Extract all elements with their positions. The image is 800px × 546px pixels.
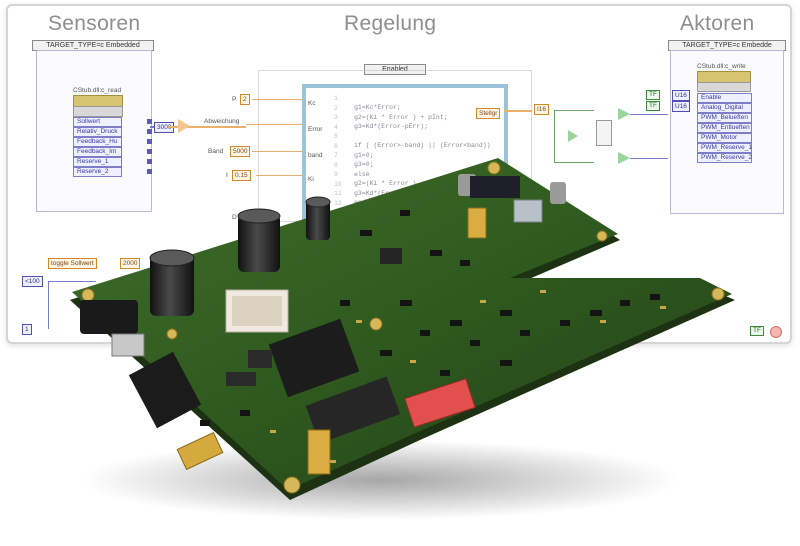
actor-row: Enable (697, 93, 752, 103)
wire (252, 99, 302, 100)
wire (554, 162, 594, 163)
wire (504, 110, 532, 112)
actor-row: PWM_Reserve_1 (697, 143, 752, 153)
output-convert-node: I16 (534, 104, 550, 115)
case-selector[interactable]: Enabled (364, 64, 426, 75)
formula-tag: Ki (308, 176, 314, 183)
wire (246, 124, 302, 125)
pcb-surface (72, 158, 732, 490)
actor-input-tf[interactable]: TF (646, 90, 660, 100)
sensor-call-sep (73, 106, 123, 117)
actor-row: PWM_Reserve_2 (697, 153, 752, 163)
input-i[interactable]: 0.15 (232, 170, 251, 181)
actor-dll-label: CStub.dll:c_write (697, 63, 746, 70)
stop-control[interactable]: TF (750, 326, 764, 336)
compare-node-icon (568, 130, 578, 142)
sensor-row: Feedback_Im (73, 147, 122, 157)
wire (150, 126, 156, 128)
wire (48, 281, 96, 282)
input-label-i: I (226, 172, 228, 179)
sensor-terminal (147, 139, 152, 144)
formula-tag: Kc (308, 100, 316, 107)
actor-row: Analog_Digital (697, 103, 752, 113)
sensor-dll-label: CStub.dll:c_read (73, 87, 122, 94)
heading-aktoren: Aktoren (680, 12, 755, 35)
wire (256, 175, 302, 176)
actor-type-tag: U16 (672, 90, 690, 101)
formula-output: Stellgr (476, 108, 501, 119)
wire (554, 110, 555, 162)
input-label-d: D (232, 214, 237, 221)
stop-icon[interactable] (770, 326, 782, 338)
toggle-label: toggle Sollwert (48, 258, 97, 269)
heading-sensoren: Sensoren (48, 12, 141, 35)
actor-row: PWM_Motor (697, 133, 752, 143)
toggle-input[interactable]: <100 (22, 276, 43, 287)
actor-row: PWM_Entlueften (697, 123, 752, 133)
wire (48, 281, 49, 329)
toggle-value[interactable]: 2000 (120, 258, 141, 269)
heading-regelung: Regelung (344, 12, 437, 35)
connectors (80, 199, 543, 429)
sensor-row: Sollwert (73, 117, 122, 127)
greater-node-icon (618, 108, 630, 120)
wire (168, 126, 246, 128)
sensor-terminal (147, 149, 152, 154)
sma-connectors (176, 207, 487, 475)
input-label-band: Band (208, 148, 224, 155)
wire (630, 114, 668, 115)
actor-type-tag: U16 (672, 101, 690, 112)
formula-tag: Error (308, 126, 323, 133)
sensor-terminal (147, 119, 152, 124)
greater-node-icon (618, 152, 630, 164)
actor-call-sep (697, 82, 751, 92)
sensor-terminal (147, 169, 152, 174)
wire (554, 110, 594, 111)
pcb-shadow (80, 440, 680, 520)
formula-tag: band (308, 152, 323, 159)
pads (270, 290, 666, 463)
actor-vi-frame: CStub.dll:c_write Enable Analog_Digital … (670, 50, 784, 214)
select-node-icon (596, 120, 612, 146)
input-p[interactable]: 2 (240, 94, 250, 105)
input-label-abweichung: Abweichung (204, 118, 240, 125)
sensor-terminal (147, 129, 152, 134)
sensor-row: Relativ_Druck (73, 127, 122, 137)
chips (226, 176, 520, 444)
toggle-num[interactable]: 1 (22, 324, 32, 335)
subtract-node-icon (178, 119, 190, 133)
actor-row: PWM_Belueften (697, 113, 752, 123)
sensor-row: Feedback_Hu (73, 137, 122, 147)
sensor-row: Reserve_2 (73, 167, 122, 177)
wire (252, 151, 302, 152)
sensor-row: Reserve_1 (73, 157, 122, 167)
sensor-vi-frame: CStub.dll:c_read Sollwert Relativ_Druck … (36, 50, 152, 212)
wire (630, 158, 668, 159)
input-band[interactable]: 5000 (230, 146, 251, 157)
actor-input-tf[interactable]: TF (646, 101, 660, 111)
sensor-terminal (147, 159, 152, 164)
input-label-p: P (232, 96, 237, 103)
smd-components (200, 210, 660, 426)
